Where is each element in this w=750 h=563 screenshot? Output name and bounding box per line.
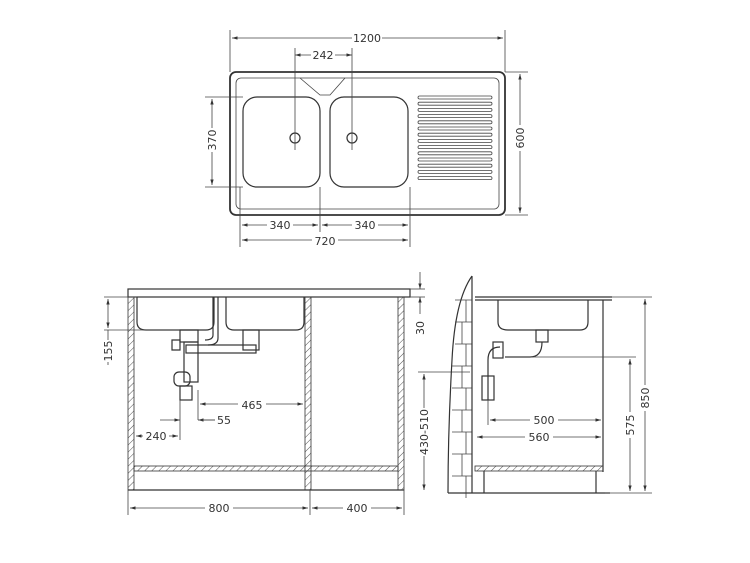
drainer-groove: [417, 95, 493, 100]
drainer-groove: [417, 126, 493, 131]
dim-bowls-total-width: 720: [315, 235, 336, 248]
front-right-bowl: [225, 297, 305, 331]
dim-bowl-depth: 370: [206, 130, 219, 151]
drainer-groove: [417, 163, 493, 168]
dim-cabinet-depth: 560: [529, 431, 550, 444]
dim-trap-offset: 240: [146, 430, 167, 443]
dim-left-bowl-width: 340: [270, 219, 291, 232]
dim-cabinet-left-width: 800: [209, 502, 230, 515]
worktop: [127, 288, 411, 298]
dim-bowl-depth: 155: [102, 341, 115, 362]
dim-drain-height: 575: [624, 415, 637, 436]
dim-drain-spacing: 242: [313, 49, 334, 62]
dim-worktop-thickness: 30: [414, 321, 427, 335]
side-bowl: [497, 300, 589, 331]
drainer-groove: [417, 114, 493, 118]
dim-drain-height-range: 430-510: [418, 409, 431, 455]
sink-outline: [229, 71, 506, 216]
left-bowl: [242, 96, 321, 188]
drainer-grooves: [417, 95, 493, 181]
dim-overall-depth: 600: [514, 128, 527, 149]
drainer-groove: [417, 101, 493, 106]
drainer-groove: [417, 176, 493, 181]
drainer-groove: [417, 157, 493, 162]
front-left-bowl: [136, 297, 215, 331]
side-view: 850 575 500 560: [447, 275, 652, 498]
dim-right-bowl-width: 340: [355, 219, 376, 232]
dim-overall-height: 850: [639, 388, 652, 409]
top-view: 1200 242 600 370 340 340 720: [205, 30, 528, 248]
front-view: 155 30 465 55 240 800 400 430-510: [101, 272, 470, 515]
dim-overall-width: 1200: [353, 32, 381, 45]
right-bowl: [329, 96, 409, 188]
drainer-groove: [417, 138, 493, 143]
drainer-groove: [417, 169, 493, 174]
drainer-groove: [417, 108, 493, 112]
wall-break-line: [447, 275, 473, 494]
dim-drain-offset: 465: [242, 399, 263, 412]
drainer-groove: [417, 120, 493, 125]
drainer-groove: [417, 151, 493, 156]
drainer-groove: [417, 132, 493, 137]
drainer-groove: [417, 145, 493, 150]
dim-cabinet-right-width: 400: [347, 502, 368, 515]
dim-trap-width: 55: [217, 414, 231, 427]
dim-trap-depth: 500: [534, 414, 555, 427]
brick-wall: [452, 299, 472, 498]
